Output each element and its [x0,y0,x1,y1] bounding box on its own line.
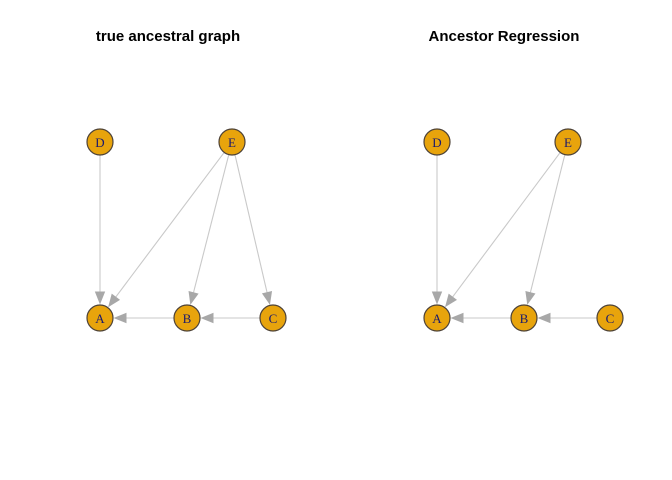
node-circle[interactable] [86,304,114,332]
arrowhead-icon [450,312,464,324]
arrowhead-icon [188,291,199,305]
edge-line [451,152,561,299]
arrowhead-icon [113,312,127,324]
node-label: B [183,311,192,326]
edge-E-to-A [445,152,561,308]
graph-node-e[interactable]: E [218,128,246,156]
node-circle[interactable] [86,128,114,156]
edge-E-to-B [525,154,566,305]
edge-E-to-B [188,154,230,305]
node-circle[interactable] [423,128,451,156]
node-label: A [95,311,105,326]
panel-true-ancestral-graph: true ancestral graph D E A B C [86,28,287,332]
node-circle[interactable] [173,304,201,332]
arrowhead-icon [108,293,121,308]
node-label: C [269,311,278,326]
graph-node-c[interactable]: C [596,304,624,332]
arrowhead-icon [525,291,536,305]
arrowhead-icon [445,293,457,308]
edge-B-to-A [113,312,174,324]
edge-layer [431,152,597,324]
graph-node-a[interactable]: A [86,304,114,332]
edge-E-to-C [234,155,273,305]
node-label: D [432,135,441,150]
edge-C-to-B [537,312,597,324]
node-label: E [564,135,572,150]
node-layer: D E A B C [86,128,287,332]
graph-node-b[interactable]: B [173,304,201,332]
graph-node-e[interactable]: E [554,128,582,156]
edge-B-to-A [450,312,511,324]
panel-ancestor-regression: Ancestor Regression D E A B C [336,0,672,480]
edge-E-to-A [108,152,225,308]
arrowhead-icon [537,312,551,324]
node-circle[interactable] [510,304,538,332]
edge-layer [94,152,273,324]
edge-C-to-B [200,312,260,324]
node-layer: D E A B C [423,128,624,332]
graph-node-c[interactable]: C [259,304,287,332]
node-circle[interactable] [259,304,287,332]
node-label: D [95,135,104,150]
edge-D-to-A [431,155,443,305]
edge-line [234,155,268,295]
node-circle[interactable] [423,304,451,332]
graph-node-d[interactable]: D [423,128,451,156]
arrowhead-icon [261,291,273,305]
panel-title-left: true ancestral graph [95,28,241,45]
node-label: C [606,311,615,326]
arrowhead-icon [431,291,443,305]
edge-line [114,152,225,299]
edge-D-to-A [94,155,106,305]
panel-title-right: Ancestor Regression [428,28,580,45]
graph-node-b[interactable]: B [510,304,538,332]
graph-node-a[interactable]: A [423,304,451,332]
node-label: A [432,311,442,326]
edge-line [192,154,230,295]
node-circle[interactable] [218,128,246,156]
edge-line [529,154,566,295]
node-circle[interactable] [554,128,582,156]
node-circle[interactable] [596,304,624,332]
arrowhead-icon [200,312,214,324]
graph-node-d[interactable]: D [86,128,114,156]
node-label: E [228,135,236,150]
node-label: B [520,311,529,326]
arrowhead-icon [94,291,106,305]
graph-right: D E A B C [423,128,624,332]
graph-left: D E A B C [86,128,287,332]
